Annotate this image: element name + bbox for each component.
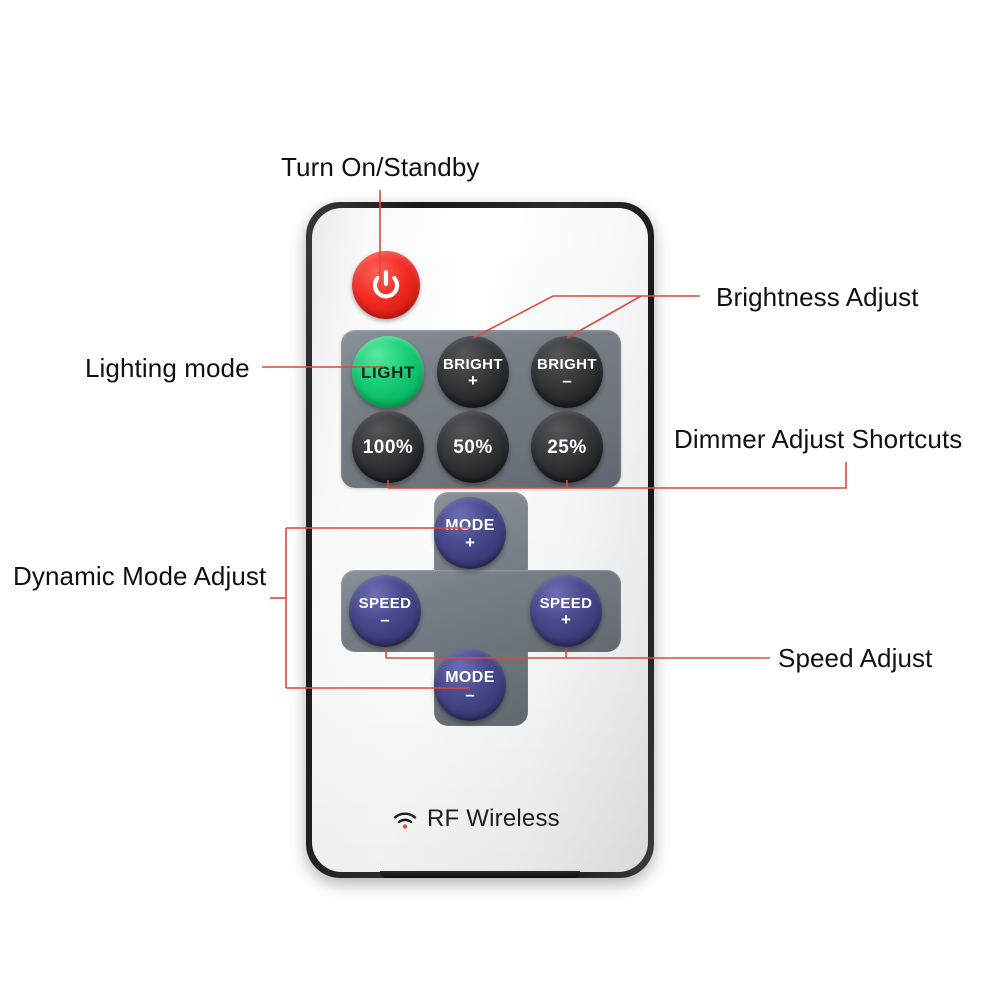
annotation-label-speed: Speed Adjust: [778, 643, 933, 673]
mode-up-label: MODE: [445, 516, 495, 534]
annotation-label-dynamic: Dynamic Mode Adjust: [13, 561, 267, 591]
mode-up-sublabel: +: [465, 532, 475, 552]
speed-up-label: SPEED: [539, 595, 593, 613]
wifi-signal-icon: [393, 812, 417, 829]
annotation-label-lighting: Lighting mode: [85, 353, 250, 383]
annotation-label-brightness: Brightness Adjust: [716, 282, 919, 312]
dimmer-100-button[interactable]: 100%: [352, 411, 424, 483]
power-icon: [372, 270, 400, 299]
rf-wireless-label: RF Wireless: [427, 805, 560, 832]
speed-down-button[interactable]: SPEED –: [349, 575, 421, 647]
speed-down-label: SPEED: [358, 595, 412, 613]
light-button-label: LIGHT: [361, 362, 415, 382]
brightness-up-sublabel: +: [468, 371, 478, 391]
annotation-label-dimmer: Dimmer Adjust Shortcuts: [674, 424, 963, 454]
mode-down-label: MODE: [445, 668, 495, 686]
rf-wireless-branding: RF Wireless: [392, 805, 560, 833]
light-button[interactable]: LIGHT: [352, 336, 424, 408]
dimmer-25-label: 25%: [547, 436, 587, 458]
speed-up-sublabel: +: [561, 610, 571, 630]
power-button[interactable]: [352, 251, 420, 319]
dimmer-25-button[interactable]: 25%: [531, 411, 603, 483]
speed-down-sublabel: –: [380, 610, 390, 630]
brightness-down-button[interactable]: BRIGHT –: [531, 336, 603, 408]
remote-bottom-lip: [380, 871, 580, 878]
dimmer-100-label: 100%: [362, 436, 414, 458]
mode-down-button[interactable]: MODE –: [434, 649, 506, 721]
speed-up-button[interactable]: SPEED +: [530, 575, 602, 647]
dimmer-50-label: 50%: [453, 436, 493, 458]
mode-up-button[interactable]: MODE +: [434, 497, 506, 569]
brightness-up-label: BRIGHT: [443, 356, 503, 374]
brightness-up-button[interactable]: BRIGHT +: [437, 336, 509, 408]
mode-down-sublabel: –: [465, 684, 475, 704]
brightness-down-sublabel: –: [562, 371, 572, 391]
annotation-label-power: Turn On/Standby: [281, 152, 480, 182]
brightness-down-label: BRIGHT: [537, 356, 597, 374]
dimmer-50-button[interactable]: 50%: [437, 411, 509, 483]
